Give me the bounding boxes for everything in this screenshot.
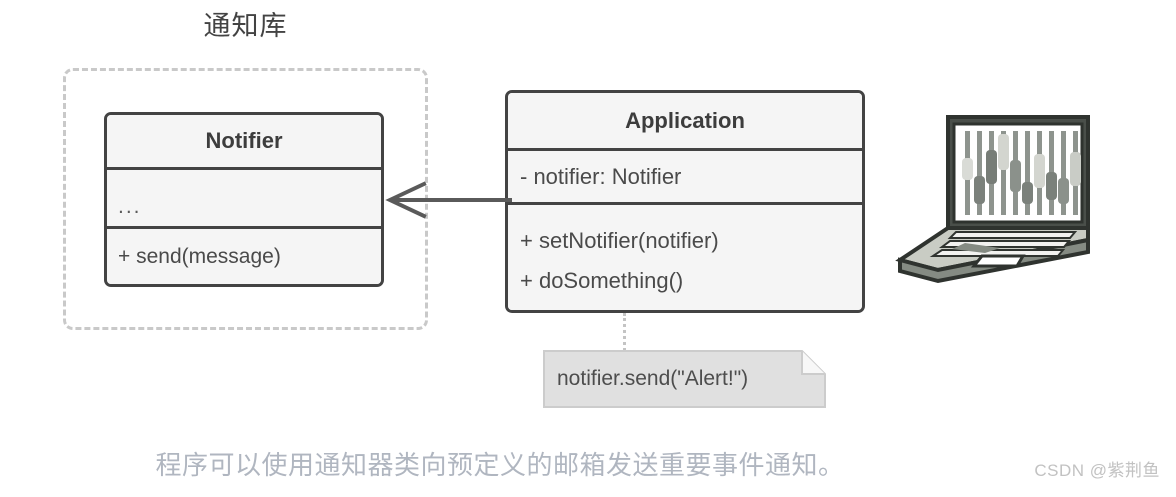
class-name-compartment: Application (508, 93, 862, 151)
operation-row: + send(message) (118, 245, 281, 268)
package-title: 通知库 (203, 11, 288, 41)
attribute-row: ... (118, 194, 142, 218)
watermark: CSDN @紫荆鱼 (1034, 461, 1160, 480)
class-name-compartment: Notifier (107, 115, 381, 170)
class-attributes-compartment: - notifier: Notifier (508, 151, 862, 205)
note-shape (543, 350, 826, 408)
note-fold-icon (801, 351, 825, 375)
laptop-trackpad (970, 254, 1026, 268)
class-operations-compartment: + setNotifier(notifier) + doSomething() (508, 205, 862, 310)
arrowhead-icon (385, 181, 427, 219)
note-connector (623, 313, 629, 351)
association-arrow (385, 181, 512, 219)
attribute-row: - notifier: Notifier (520, 163, 682, 189)
operation-row: + doSomething() (520, 268, 684, 293)
class-operations-compartment: + send(message) (107, 229, 381, 284)
operation-row: + setNotifier(notifier) (520, 228, 719, 253)
class-name-label: Application (625, 107, 745, 133)
class-attributes-compartment: ... (107, 170, 381, 229)
laptop-icon (895, 115, 1090, 284)
class-box-notifier[interactable]: Notifier ... + send(message) (104, 112, 384, 287)
caption-text: 程序可以使用通知器类向预定义的邮箱发送重要事件通知。 (155, 450, 845, 480)
laptop-keyboard (929, 231, 1078, 257)
class-box-application[interactable]: Application - notifier: Notifier + setNo… (505, 90, 865, 313)
equalizer-sliders (962, 131, 1081, 215)
note-text: notifier.send("Alert!") (557, 367, 749, 390)
class-name-label: Notifier (205, 128, 283, 153)
